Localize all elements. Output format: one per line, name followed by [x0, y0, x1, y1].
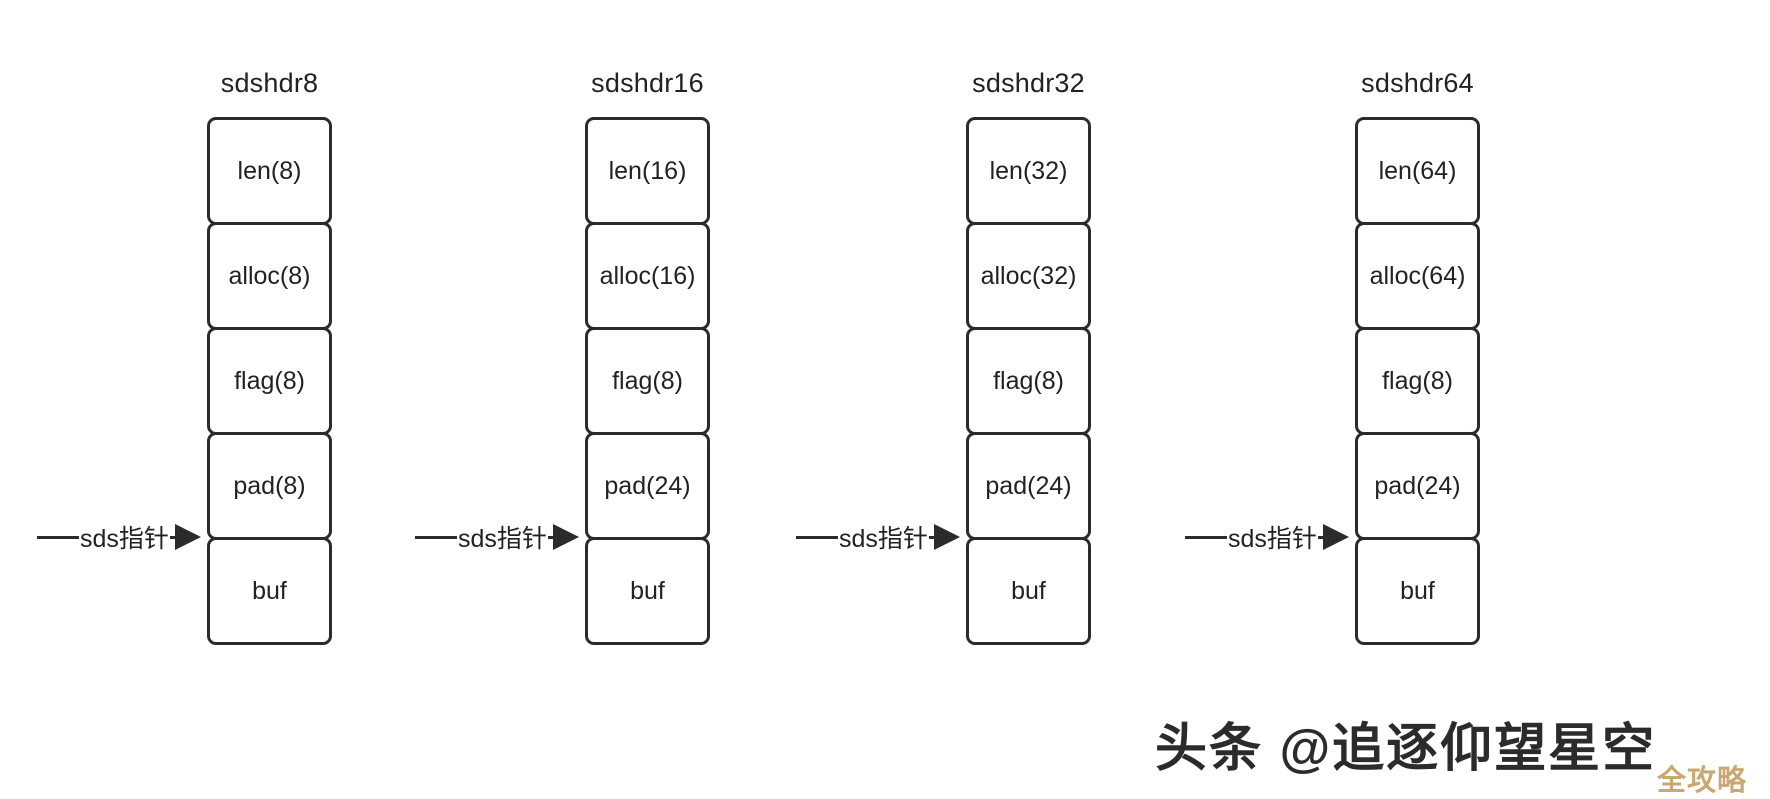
sds-pointer-label: sds指针: [80, 525, 169, 553]
field-label: alloc(8): [228, 261, 311, 290]
field-label: pad(24): [1374, 471, 1461, 500]
field-cell-sdshdr8-4: buf: [207, 537, 332, 645]
watermark-text: 头条 @追逐仰望星空: [1155, 720, 1657, 778]
field-cell-sdshdr16-3: pad(24): [585, 432, 710, 540]
sds-pointer-label: sds指针: [839, 525, 928, 553]
field-stack-sdshdr64: len(64) alloc(64) flag(8) pad(24) buf: [1355, 117, 1480, 645]
field-cell-sdshdr16-1: alloc(16): [585, 222, 710, 330]
arrow-head-icon: [1322, 524, 1349, 550]
field-cell-sdshdr32-0: len(32): [966, 117, 1091, 225]
field-label: len(8): [237, 156, 302, 185]
field-label: len(32): [989, 156, 1068, 185]
field-label: alloc(64): [1369, 261, 1466, 290]
field-label: alloc(16): [599, 261, 696, 290]
field-stack-sdshdr8: len(8) alloc(8) flag(8) pad(8) buf: [207, 117, 332, 645]
pointer-line-tail: [928, 535, 935, 539]
field-label: flag(8): [1382, 366, 1453, 395]
arrow-head-icon: [552, 524, 579, 550]
column-title-sdshdr16: sdshdr16: [591, 68, 704, 98]
sds-pointer-sdshdr16: sds指针: [415, 517, 579, 557]
pointer-line: [415, 535, 457, 539]
field-cell-sdshdr64-0: len(64): [1355, 117, 1480, 225]
pointer-line-tail: [169, 535, 176, 539]
field-cell-sdshdr8-2: flag(8): [207, 327, 332, 435]
sds-pointer-label: sds指针: [458, 525, 547, 553]
field-label: alloc(32): [980, 261, 1077, 290]
pointer-line-tail: [1317, 535, 1324, 539]
field-stack-sdshdr16: len(16) alloc(16) flag(8) pad(24) buf: [585, 117, 710, 645]
field-cell-sdshdr16-0: len(16): [585, 117, 710, 225]
field-cell-sdshdr8-3: pad(8): [207, 432, 332, 540]
pointer-line-tail: [547, 535, 554, 539]
watermark-badge: 全攻略: [1657, 765, 1748, 797]
field-label: len(16): [608, 156, 687, 185]
field-label: buf: [630, 576, 665, 605]
sds-pointer-sdshdr64: sds指针: [1185, 517, 1349, 557]
field-cell-sdshdr64-4: buf: [1355, 537, 1480, 645]
sds-pointer-label: sds指针: [1228, 525, 1317, 553]
field-cell-sdshdr32-4: buf: [966, 537, 1091, 645]
pointer-line: [37, 535, 79, 539]
field-label: flag(8): [993, 366, 1064, 395]
field-label: len(64): [1378, 156, 1457, 185]
field-label: buf: [1400, 576, 1435, 605]
pointer-line: [796, 535, 838, 539]
field-label: buf: [1011, 576, 1046, 605]
field-stack-sdshdr32: len(32) alloc(32) flag(8) pad(24) buf: [966, 117, 1091, 645]
arrow-head-icon: [174, 524, 201, 550]
field-cell-sdshdr8-0: len(8): [207, 117, 332, 225]
field-cell-sdshdr32-1: alloc(32): [966, 222, 1091, 330]
field-cell-sdshdr16-4: buf: [585, 537, 710, 645]
column-title-sdshdr64: sdshdr64: [1361, 68, 1474, 98]
field-label: buf: [252, 576, 287, 605]
field-cell-sdshdr32-3: pad(24): [966, 432, 1091, 540]
pointer-line: [1185, 535, 1227, 539]
field-label: flag(8): [234, 366, 305, 395]
field-cell-sdshdr64-1: alloc(64): [1355, 222, 1480, 330]
arrow-head-icon: [933, 524, 960, 550]
field-cell-sdshdr16-2: flag(8): [585, 327, 710, 435]
column-title-sdshdr32: sdshdr32: [972, 68, 1085, 98]
field-label: pad(24): [604, 471, 691, 500]
sds-pointer-sdshdr32: sds指针: [796, 517, 960, 557]
column-title-sdshdr8: sdshdr8: [220, 68, 319, 98]
field-label: pad(24): [985, 471, 1072, 500]
sds-pointer-sdshdr8: sds指针: [37, 517, 201, 557]
field-label: flag(8): [612, 366, 683, 395]
field-cell-sdshdr64-2: flag(8): [1355, 327, 1480, 435]
field-cell-sdshdr8-1: alloc(8): [207, 222, 332, 330]
field-cell-sdshdr32-2: flag(8): [966, 327, 1091, 435]
field-cell-sdshdr64-3: pad(24): [1355, 432, 1480, 540]
field-label: pad(8): [233, 471, 306, 500]
